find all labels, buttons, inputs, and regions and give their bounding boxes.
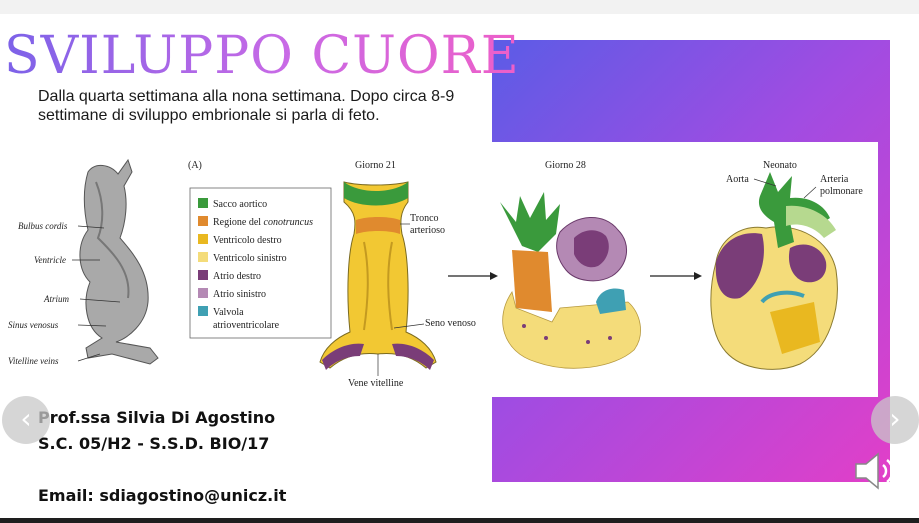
stage-giorno-28: Giorno 28 bbox=[545, 160, 586, 171]
heart-development-figure: Bulbus cordis Ventricle Atrium Sinus ven… bbox=[0, 142, 878, 397]
newborn-heart bbox=[710, 172, 838, 370]
legend-swatch-2 bbox=[198, 234, 208, 244]
label-ventricle: Ventricle bbox=[34, 255, 66, 265]
label-tronco-1: Tronco bbox=[410, 213, 439, 224]
day-21-heart bbox=[319, 181, 437, 376]
slide-title: SVILUPPO CUORE bbox=[4, 26, 520, 86]
legend-label-0: Sacco aortico bbox=[213, 199, 267, 210]
panel-label: (A) bbox=[188, 160, 202, 171]
legend: Sacco aortico Regione del conotruncus Ve… bbox=[189, 187, 332, 339]
legend-italic-word: conotruncus bbox=[264, 217, 314, 228]
legend-label-1: Regione del conotruncus bbox=[213, 217, 313, 228]
label-arteria-1: Arteria bbox=[820, 174, 849, 185]
prev-slide-button[interactable]: ‹ bbox=[2, 396, 50, 444]
arrow-2 bbox=[650, 272, 702, 280]
stage-neonato: Neonato bbox=[763, 160, 797, 171]
intro-text: Dalla quarta settimana alla nona settima… bbox=[38, 88, 455, 124]
slide: SVILUPPO CUORE Dalla quarta settimana al… bbox=[0, 14, 919, 518]
legend-swatch-4 bbox=[198, 270, 208, 280]
top-bar bbox=[0, 0, 919, 14]
label-vitelline-veins: Vitelline veins bbox=[8, 356, 59, 366]
label-sinus-venosus: Sinus venosus bbox=[8, 320, 59, 330]
chevron-left-icon: ‹ bbox=[20, 402, 32, 435]
chevron-right-icon: › bbox=[889, 402, 901, 435]
stage-giorno-21: Giorno 21 bbox=[355, 160, 396, 171]
label-tronco-2: arterioso bbox=[410, 225, 445, 236]
label-bulbus-cordis: Bulbus cordis bbox=[18, 221, 68, 231]
next-slide-button[interactable]: › bbox=[871, 396, 919, 444]
legend-swatch-3 bbox=[198, 252, 208, 262]
legend-swatch-6 bbox=[198, 306, 208, 316]
legend-label-6a: Valvola bbox=[213, 307, 244, 318]
legend-swatch-5 bbox=[198, 288, 208, 298]
legend-label-3: Ventricolo sinistro bbox=[213, 253, 287, 264]
legend-label-5: Atrio sinistro bbox=[213, 289, 266, 300]
legend-swatch-0 bbox=[198, 198, 208, 208]
bottom-edge bbox=[0, 518, 919, 523]
label-atrium: Atrium bbox=[43, 294, 70, 304]
primitive-heart-tube-drawing bbox=[79, 158, 159, 365]
legend-label-2: Ventricolo destro bbox=[213, 235, 282, 246]
label-seno-venoso: Seno venoso bbox=[425, 318, 476, 329]
label-vene-vitelline: Vene vitelline bbox=[348, 378, 404, 389]
label-arteria-2: polmonare bbox=[820, 186, 863, 197]
legend-swatch-1 bbox=[198, 216, 208, 226]
day-28-heart bbox=[500, 192, 641, 369]
speaker-icon bbox=[855, 452, 900, 490]
label-aorta: Aorta bbox=[726, 174, 749, 185]
legend-label-6b: atrioventricolare bbox=[213, 320, 280, 331]
legend-label-4: Atrio destro bbox=[213, 271, 261, 282]
author-email: Email: sdiagostino@unicz.it bbox=[38, 486, 287, 505]
audio-button[interactable] bbox=[850, 448, 904, 494]
arrow-1 bbox=[448, 272, 498, 280]
author-code: S.C. 05/H2 - S.S.D. BIO/17 bbox=[38, 434, 270, 453]
author-name: Prof.ssa Silvia Di Agostino bbox=[38, 408, 276, 427]
